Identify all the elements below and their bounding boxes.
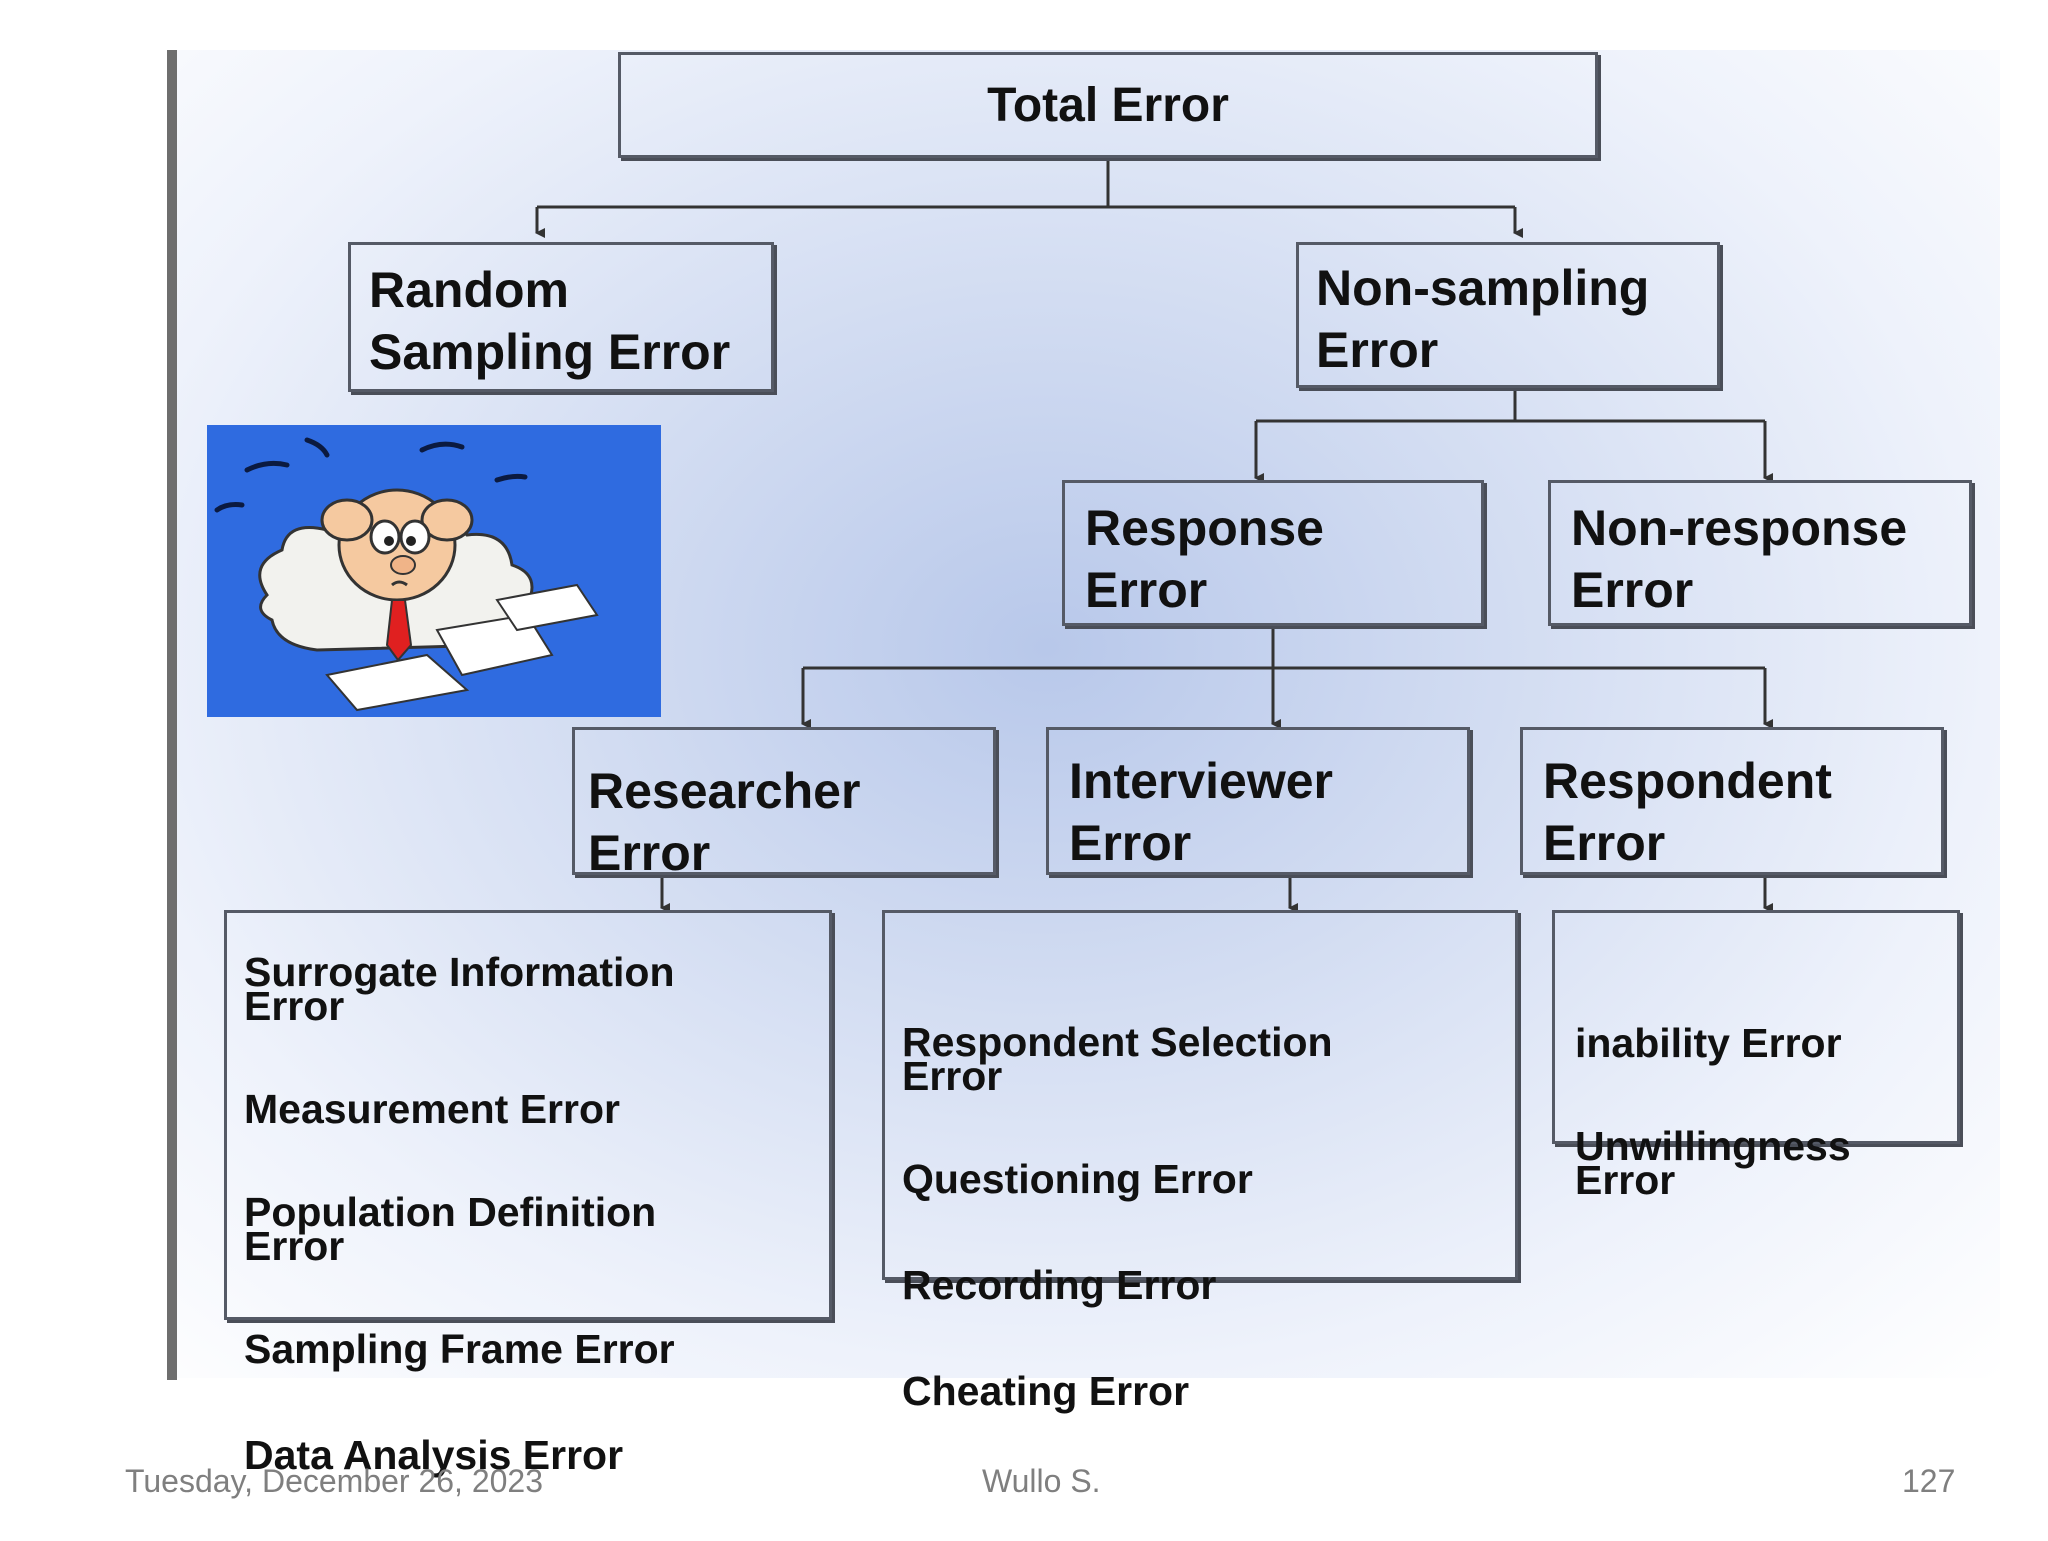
list-item: Measurement Error bbox=[244, 1086, 620, 1132]
list-item: Sampling Frame Error bbox=[244, 1326, 675, 1372]
respondent-items: inability Error Unwillingness Error bbox=[1575, 983, 1851, 1263]
random-sampling-error-node: Random Sampling Error bbox=[348, 242, 774, 392]
response-error-node: Response Error bbox=[1062, 480, 1484, 626]
list-item: Questioning Error bbox=[902, 1156, 1253, 1202]
footer-author: Wullo S. bbox=[982, 1463, 1101, 1499]
total-error-node: Total Error bbox=[618, 52, 1598, 158]
random-sampling-error-label: Random Sampling Error bbox=[369, 262, 731, 380]
researcher-error-list: Surrogate Information Error Measurement … bbox=[224, 910, 832, 1476]
connector-nonsampling bbox=[1256, 390, 1765, 423]
non-response-error-label: Non-response Error bbox=[1571, 500, 1908, 618]
non-response-error-node: Non-response Error bbox=[1548, 480, 1972, 626]
interviewer-items: Respondent Selection Error Questioning E… bbox=[902, 985, 1333, 1477]
respondent-error-node: Respondent Error bbox=[1520, 727, 1944, 875]
list-item: Surrogate Information Error bbox=[244, 949, 675, 1029]
non-sampling-error-node: Non-sampling Error bbox=[1296, 242, 1720, 388]
interviewer-error-list: Respondent Selection Error Questioning E… bbox=[882, 910, 1518, 1412]
connector-response bbox=[803, 625, 1765, 670]
list-item: inability Error bbox=[1575, 1020, 1842, 1066]
researcher-error-node: Researcher Error bbox=[572, 727, 996, 881]
list-item: Cheating Error bbox=[902, 1368, 1190, 1414]
researcher-error-label: Researcher Error bbox=[588, 763, 861, 881]
list-item: Unwillingness Error bbox=[1575, 1123, 1851, 1203]
total-error-label: Total Error bbox=[987, 79, 1229, 132]
list-item: Recording Error bbox=[902, 1262, 1217, 1308]
non-sampling-error-label: Non-sampling Error bbox=[1316, 260, 1650, 378]
connector-total bbox=[537, 157, 1515, 209]
list-item: Respondent Selection Error bbox=[902, 1019, 1333, 1099]
footer-date: Tuesday, December 26, 2023 bbox=[125, 1463, 544, 1499]
response-error-label: Response Error bbox=[1085, 500, 1324, 618]
stressed-person-clipart bbox=[207, 425, 661, 717]
respondent-error-label: Respondent Error bbox=[1543, 753, 1832, 871]
list-item: Data Analysis Error bbox=[244, 1432, 624, 1478]
researcher-items: Surrogate Information Error Measurement … bbox=[244, 915, 675, 1541]
footer-page-number: 127 bbox=[1902, 1463, 1956, 1499]
interviewer-error-node: Interviewer Error bbox=[1046, 727, 1470, 875]
list-item: Population Definition Error bbox=[244, 1189, 657, 1269]
respondent-error-list: inability Error Unwillingness Error bbox=[1552, 910, 1960, 1201]
left-rule bbox=[167, 50, 177, 1380]
interviewer-error-label: Interviewer Error bbox=[1069, 753, 1334, 871]
